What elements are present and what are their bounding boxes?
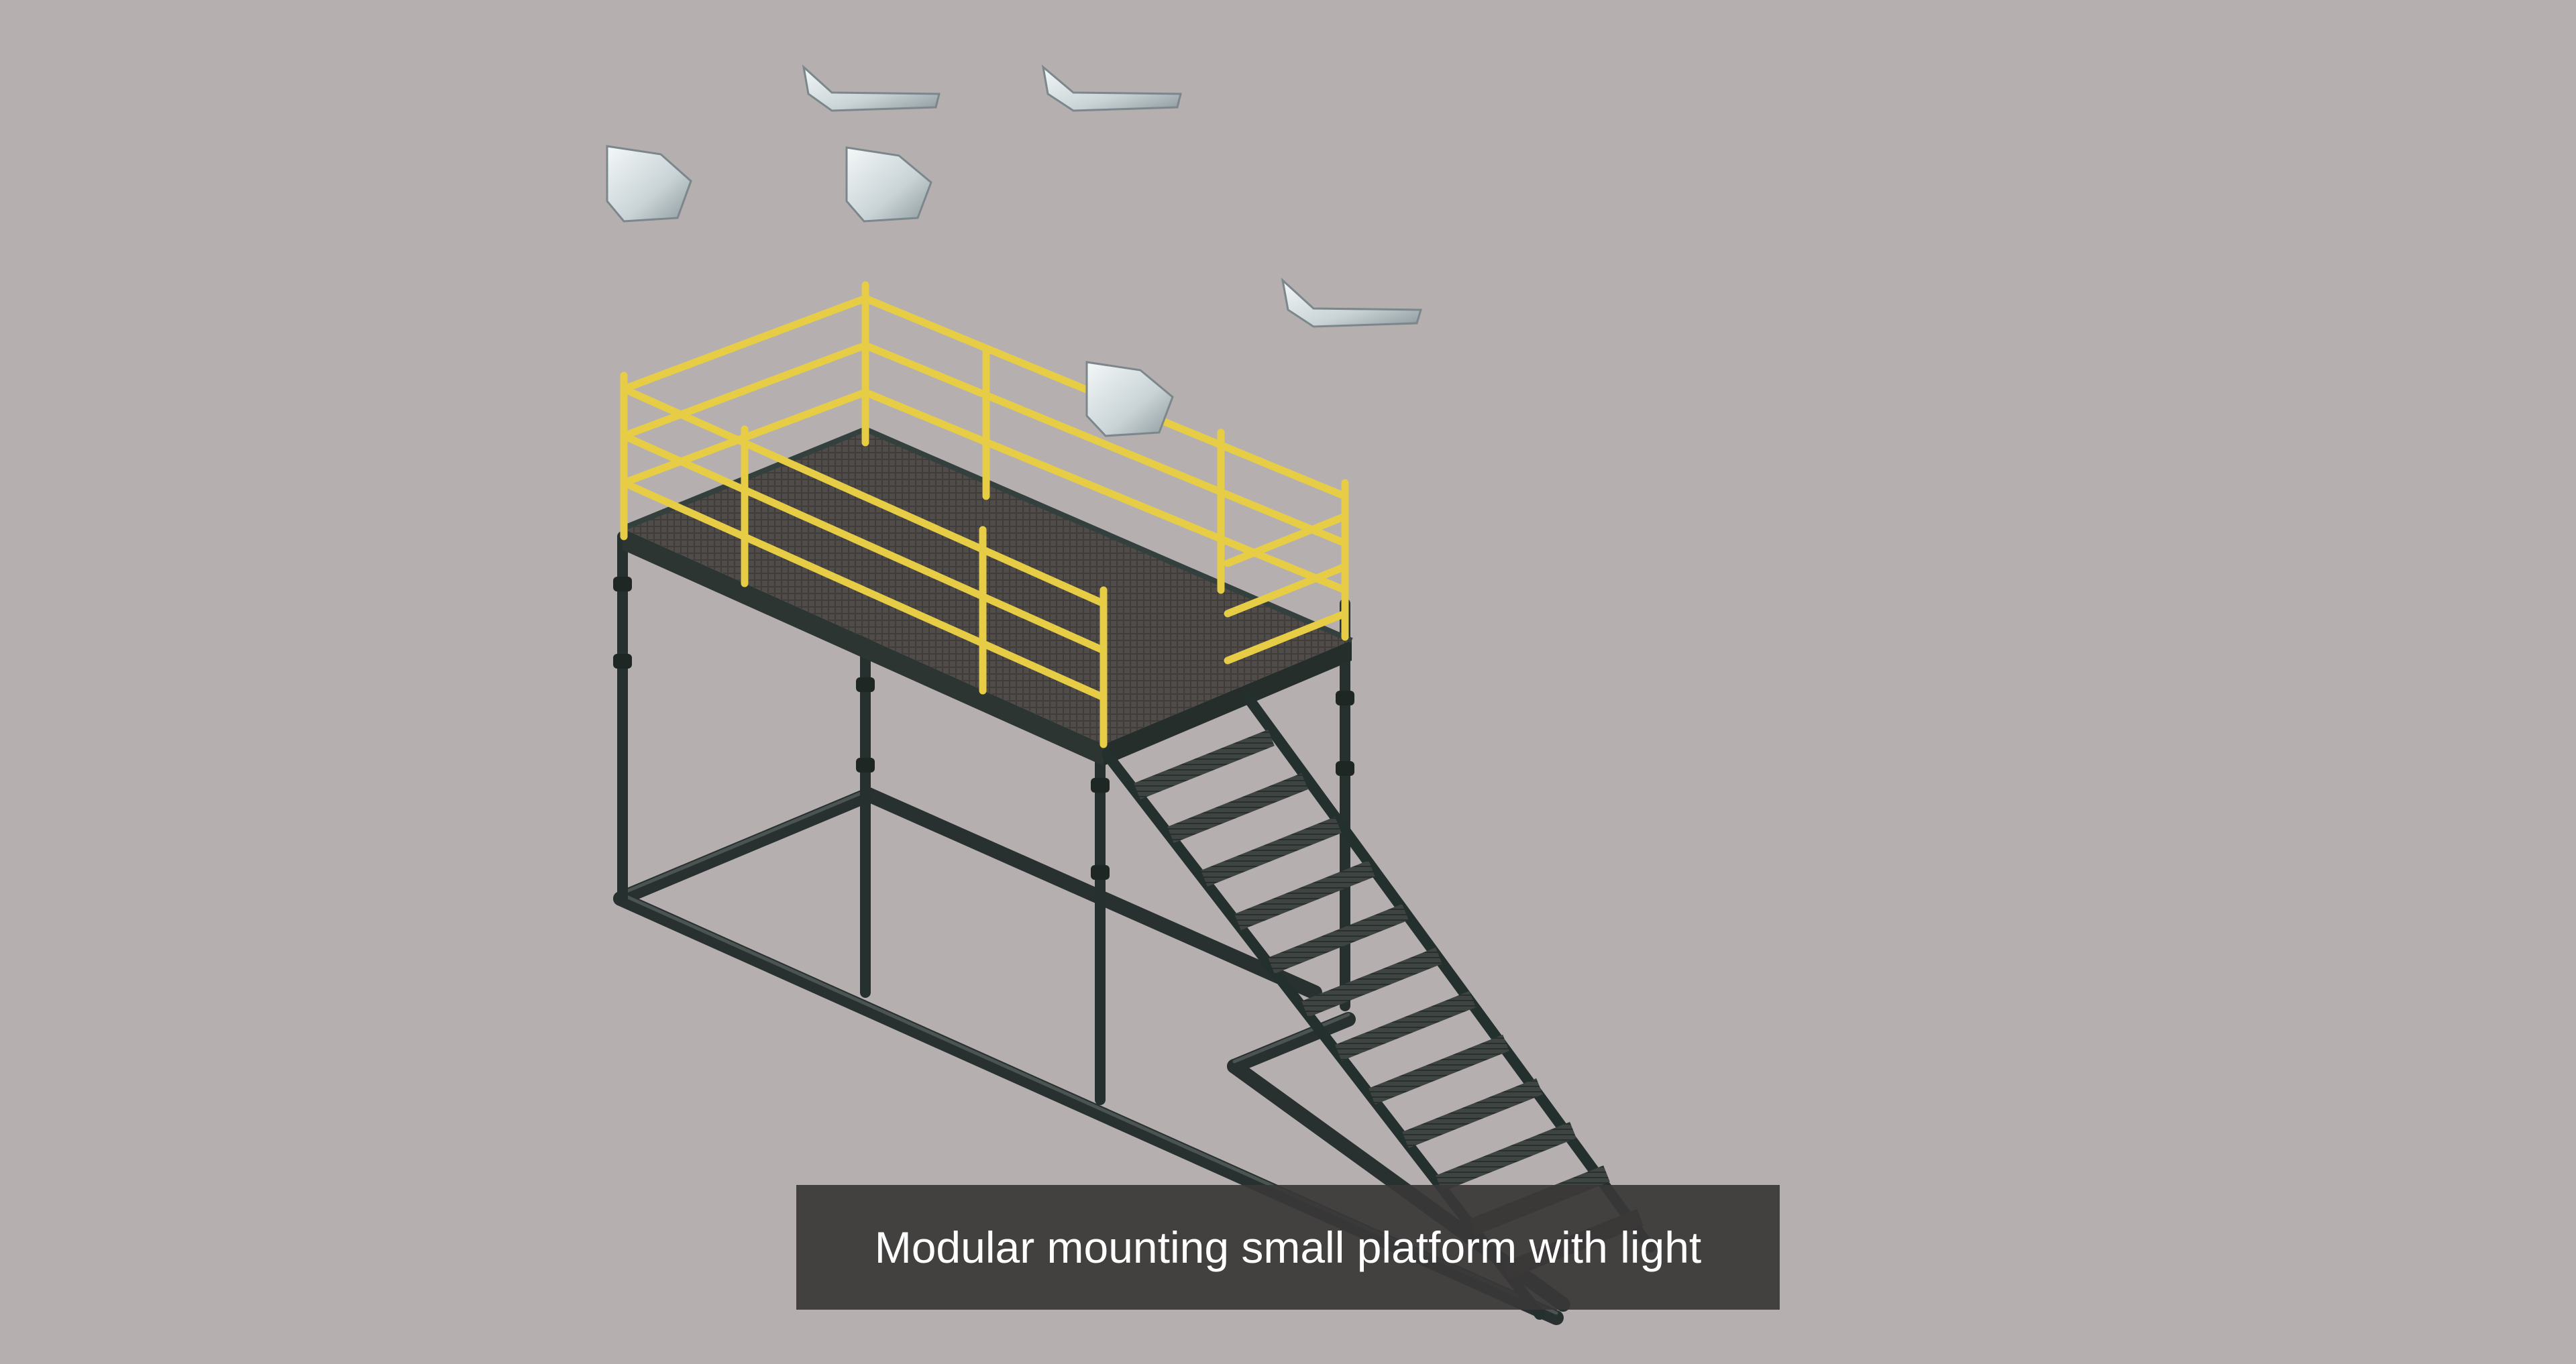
flood-light-6 [1281, 277, 1423, 328]
flood-light-2 [845, 146, 932, 223]
flood-light-3 [1085, 361, 1174, 437]
caption-text: Modular mounting small platform with lig… [874, 1223, 1702, 1272]
flood-light-5 [1041, 64, 1182, 112]
flood-light-1 [606, 145, 692, 223]
staircase [1102, 692, 1656, 1320]
caption-banner: Modular mounting small platform with lig… [796, 1185, 1780, 1310]
flood-light-4 [802, 64, 941, 112]
safety-railings [620, 281, 1349, 748]
